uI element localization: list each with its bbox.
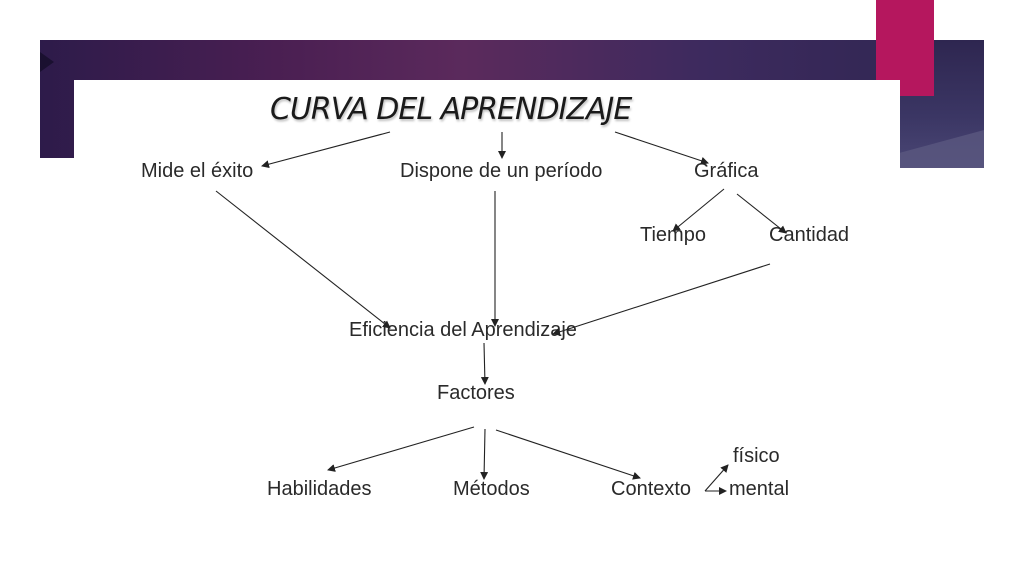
node-fisico: físico [733,445,780,467]
node-mental: mental [729,478,790,500]
node-tiempo: Tiempo [640,224,706,246]
arrow-mide-to-eficiencia [215,190,391,329]
arrow-cantidad-to-eficiencia [552,263,771,336]
arrow-grafica-to-tiempo [672,188,725,232]
node-eficiencia-del-aprendizaje: Eficiencia del Aprendizaje [349,319,577,341]
arrow-title-to-grafica [614,131,709,165]
bullet-arrow-icon [40,52,54,72]
node-factores: Factores [437,382,515,404]
node-metodos: Métodos [453,478,530,500]
arrow-factores-to-contexto [495,429,641,480]
node-grafica: Gráfica [694,160,759,182]
arrow-factores-to-habilidades [327,426,475,472]
node-dispone-de-un-periodo: Dispone de un período [400,160,603,182]
arrow-title-to-mide [261,131,391,169]
node-contexto: Contexto [611,478,692,500]
node-mide-el-exito: Mide el éxito [141,160,254,182]
arrow-grafica-to-cantidad [736,193,787,234]
diagram-title: CURVA DEL APRENDIZAJE [270,92,632,127]
node-cantidad: Cantidad [769,224,850,246]
node-habilidades: Habilidades [267,478,372,500]
arrow-contexto-to-fisico [704,464,729,492]
arrow-eficiencia-to-factores [480,342,489,385]
slide-content-area [74,80,900,576]
arrow-factores-to-metodos [480,428,489,480]
